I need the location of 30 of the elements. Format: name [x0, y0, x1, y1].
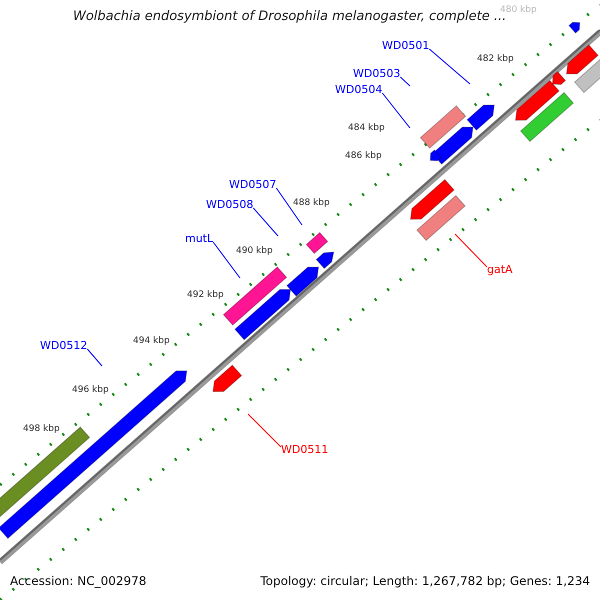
position-label: 488 kbp	[293, 199, 330, 208]
position-label: 482 kbp	[477, 55, 514, 64]
gene-label: WD0507	[229, 179, 276, 190]
gene-label: WD0512	[40, 340, 88, 351]
position-label: 498 kbp	[23, 425, 60, 434]
gene-label: WD0508	[206, 199, 254, 210]
position-label: 490 kbp	[236, 247, 273, 256]
position-label: 484 kbp	[348, 124, 385, 133]
gene-label: WD0511	[281, 444, 328, 455]
position-label: 486 kbp	[345, 152, 382, 161]
leader-line	[276, 188, 302, 226]
footer-text: Accession: NC_002978	[10, 575, 146, 587]
leader-line	[428, 48, 470, 84]
position-label: 492 kbp	[187, 291, 224, 300]
gene-label: mutL	[185, 233, 214, 244]
gene-label: WD0501	[382, 40, 430, 51]
gene-label: gatA	[487, 264, 513, 275]
leader-line	[252, 208, 278, 236]
position-label: 494 kbp	[133, 337, 170, 346]
footer-text: Topology: circular; Length: 1,267,782 bp; Genes: 1,234	[260, 575, 590, 587]
leader-line	[400, 76, 410, 86]
position-label: 480 kbp	[500, 6, 537, 15]
leader-line	[86, 348, 102, 366]
gene-label: WD0504	[335, 84, 382, 95]
leader-line	[454, 234, 488, 268]
leader-line	[248, 414, 282, 448]
leader-line	[212, 242, 240, 278]
leader-line	[382, 92, 410, 128]
gene-label: WD0503	[353, 68, 400, 79]
position-label: 496 kbp	[72, 386, 109, 395]
